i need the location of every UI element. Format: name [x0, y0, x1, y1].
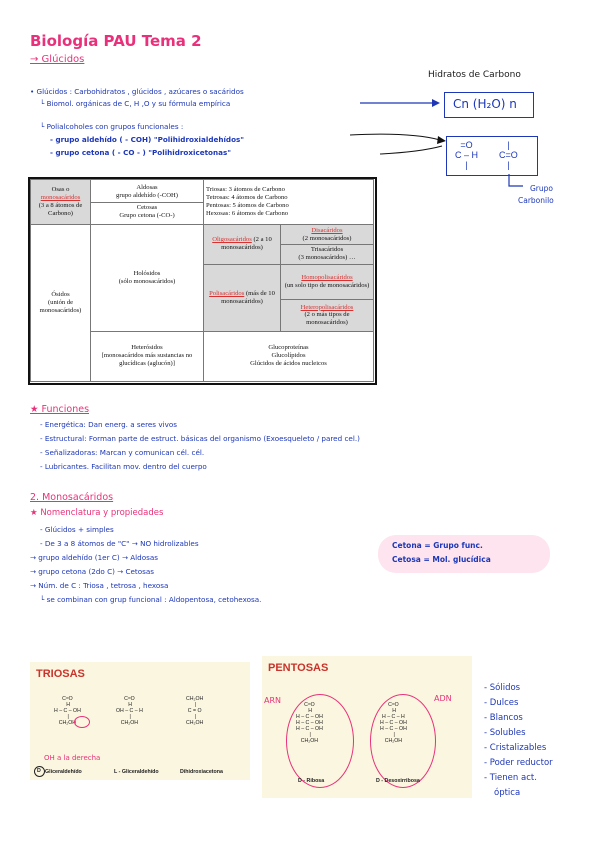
section-subtitle: → Glúcidos	[30, 54, 85, 65]
page-title: Biología PAU Tema 2	[30, 32, 202, 50]
intro-line-3: └ Polialcoholes con grupos funcionales :	[40, 122, 184, 131]
mono-line-1: - Glúcidos + simples	[40, 525, 114, 534]
heterosidos-cell: Heterósidos[monosacáridos más sustancias…	[90, 330, 204, 383]
oligosacaridos-link[interactable]: Oligosacáridos	[212, 236, 252, 244]
dihidroxiacetona-caption: Dihidroxiacetona	[180, 769, 223, 775]
table-frame	[28, 177, 377, 385]
l-gliceraldehido-structure: C≈O H OH – C – H | CH₂OH	[116, 696, 143, 726]
desoxirribosa-structure: C≈O H H – C – H H – C – OH H – C – OH | …	[380, 702, 407, 744]
monosacaridos-link[interactable]: monosacáridos	[40, 194, 81, 202]
intro-line-4: - grupo aldehído ( - COH) "Polihidroxial…	[50, 135, 245, 144]
arrows-to-structures-icon	[349, 133, 446, 155]
ribosa-structure: C≈O H H – C – OH H – C – OH H – C – OH |…	[296, 702, 323, 744]
aldehyde-structure: =O C – H |	[455, 140, 479, 170]
disacaridos-cell: Disacáridos (2 monosacáridos) Trisacárid…	[280, 224, 374, 265]
nomenclatura-subtitle: ★ Nomenclatura y propiedades	[30, 508, 164, 518]
ribosa-caption: D - Ribosa	[298, 778, 325, 784]
desoxirribosa-caption: D - Desoxirribosa	[376, 778, 420, 784]
polisacaridos-link[interactable]: Polisacáridos	[209, 289, 245, 297]
cetona-cetosa-cloud: Cetona = Grupo func. Cetosa = Mol. glucí…	[378, 535, 550, 573]
carbon-count-cell: Triosas: 3 átomos de Carbono Tetrosas: 4…	[203, 178, 374, 226]
empirical-formula: Cn (H₂O) n	[453, 97, 517, 111]
funcion-1: - Energética: Dan energ. a seres vivos	[40, 420, 177, 429]
polisacaridos-cell: Polisacáridos (más de 10 monosacáridos)	[203, 263, 281, 332]
triosas-panel: TRIOSAS C≈O H H – C – OH | CH₂OH C≈O H O…	[30, 662, 250, 780]
d-circle: D	[34, 766, 45, 777]
cloud-line-2: Cetosa = Mol. glucídica	[392, 555, 491, 564]
mono-line-3: → grupo aldehído (1er C) → Aldosas	[30, 553, 159, 562]
gliceraldehido-caption: Gliceraldehído	[45, 769, 82, 775]
homopolisacaridos-link[interactable]: Homopolisacáridos	[301, 273, 353, 281]
mono-line-4: → grupo cetona (2do C) → Cetosas	[30, 567, 155, 576]
property-item: - Tienen act.	[484, 773, 537, 783]
heteropolisacaridos-link[interactable]: Heteropolisacáridos	[300, 303, 354, 311]
funcion-3: - Señalizadoras: Marcan y comunican cél.…	[40, 448, 205, 457]
funciones-title: ★ Funciones	[30, 404, 90, 415]
disacaridos-link[interactable]: Disacáridos	[311, 226, 343, 234]
adn-label: ADN	[434, 694, 452, 703]
property-item: - Dulces	[484, 698, 519, 708]
triosas-title: TRIOSAS	[36, 668, 85, 680]
d-gliceraldehido-structure: C≈O H H – C – OH | CH₂OH	[54, 696, 81, 726]
monosacaridos-title: 2. Monosacáridos	[30, 492, 114, 503]
heteropolisacaridos-cell: Heteropolisacáridos(2 o más tipos de mon…	[280, 299, 374, 332]
property-item: - Poder reductor	[484, 758, 553, 768]
carbonyl-pointer-icon	[508, 174, 523, 187]
intro-line-5: - grupo cetona ( - CO - ) "Polihidroxice…	[50, 148, 231, 157]
funcion-4: - Lubricantes. Facilitan mov. dentro del…	[40, 462, 207, 471]
right-heading: Hidratos de Carbono	[428, 70, 521, 80]
intro-line-2: └ Biomol. orgánicas de C, H ,O y su fórm…	[40, 99, 231, 108]
mono-line-6: └ se combinan con grup funcional : Aldop…	[40, 595, 262, 604]
cloud-line-1: Cetona = Grupo func.	[392, 541, 483, 550]
mono-line-2: - De 3 a 8 átomos de "C" → NO hidrolizab…	[40, 539, 199, 548]
intro-line-1: • Glúcidos : Carbohidratos , glúcidos , …	[30, 87, 244, 96]
property-item: óptica	[494, 788, 521, 798]
property-item: - Blancos	[484, 713, 523, 723]
dihidroxiacetona-structure: CH₂OH | C = O | CH₂OH	[186, 696, 204, 726]
holosidos-cell: Holósidos(sólo monosacáridos)	[90, 224, 204, 332]
funcion-2: - Estructural: Forman parte de estruct. …	[40, 434, 360, 443]
oligosacaridos-cell: Oligosacáridos (2 a 10 monosacáridos)	[203, 224, 281, 265]
ribosa-oval	[286, 694, 354, 788]
desoxirribosa-oval	[370, 694, 436, 788]
property-item: - Cristalizables	[484, 743, 547, 753]
glucidos-classification-table: Osas o monosacáridos (3 a 8 átomos de Ca…	[30, 178, 374, 383]
osas-cell: Osas o monosacáridos (3 a 8 átomos de Ca…	[30, 178, 91, 226]
property-item: - Solubles	[484, 728, 526, 738]
arrow-icon	[360, 99, 440, 107]
carbonyl-structures-box: =O C – H | | C=O |	[446, 136, 538, 176]
oh-highlight	[74, 716, 90, 728]
mono-line-5: → Núm. de C : Triosa , tetrosa , hexosa	[30, 581, 169, 590]
l-gliceraldehido-caption: L - Gliceraldehído	[114, 769, 159, 775]
ketone-structure: | C=O |	[499, 140, 518, 170]
pentosas-title: PENTOSAS	[268, 662, 329, 674]
oh-derecha-note: OH a la derecha	[44, 754, 101, 762]
arn-label: ARN	[264, 696, 282, 705]
grupo-label: Grupo	[530, 184, 553, 193]
formula-box: Cn (H₂O) n	[444, 92, 534, 118]
osidos-cell: Ósidos(unión de monosacáridos)	[30, 224, 91, 382]
property-item: - Sólidos	[484, 683, 521, 693]
pentosas-panel: PENTOSAS ARN ADN C≈O H H – C – OH H – C …	[262, 656, 472, 798]
homopolisacaridos-cell: Homopolisacáridos(un solo tipo de monosa…	[280, 263, 374, 301]
carbonilo-label: Carbonilo	[518, 196, 554, 205]
